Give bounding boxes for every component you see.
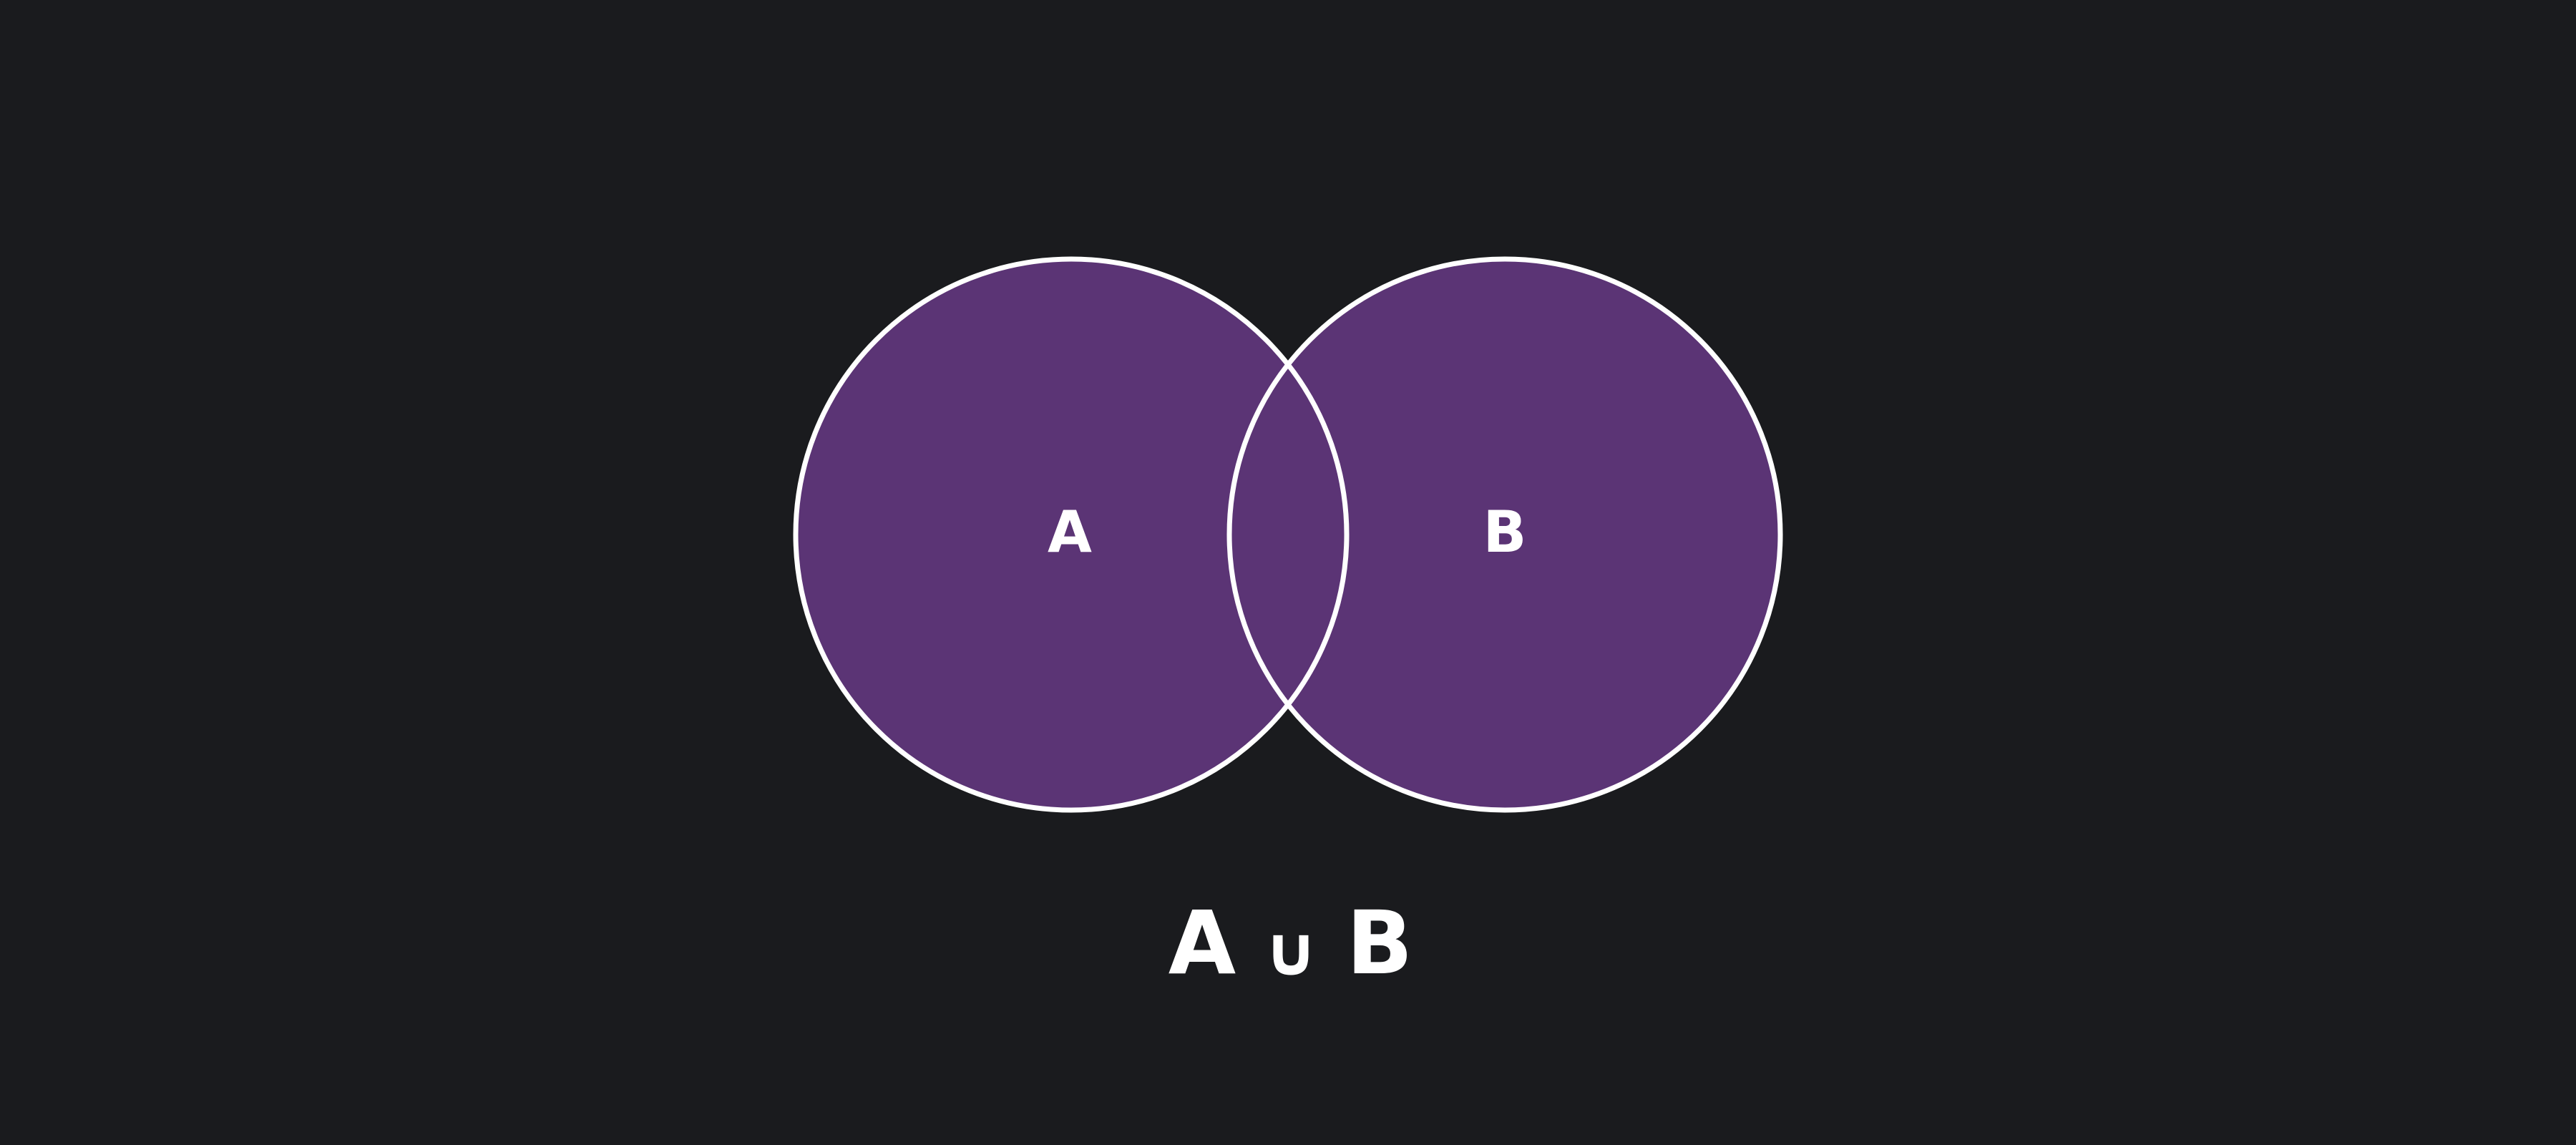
union-fill: [796, 259, 1780, 810]
set-b-fill: [1229, 259, 1780, 810]
expression-left-operand: A: [1169, 892, 1236, 994]
set-b-label: B: [1483, 499, 1527, 565]
set-a-fill: [796, 259, 1347, 810]
set-a-circle: [793, 256, 1350, 813]
set-outlines: [793, 256, 1783, 813]
set-a-label: A: [1048, 499, 1092, 565]
expression-right-operand: B: [1347, 892, 1413, 994]
set-expression: A ∪ B: [1169, 892, 1413, 994]
union-operator-symbol: ∪: [1263, 911, 1319, 991]
set-b-circle: [1226, 256, 1783, 813]
